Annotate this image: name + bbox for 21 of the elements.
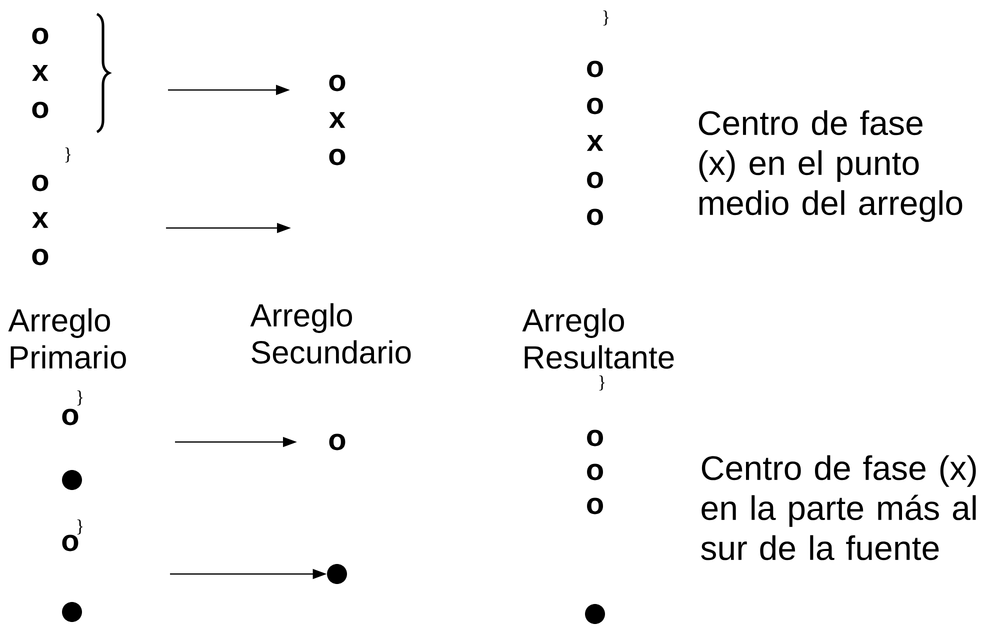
small-brace: }: [77, 520, 83, 534]
element-column: o o o: [587, 430, 603, 514]
filled-dot: [585, 604, 605, 624]
phase-center-note: Centro de fase (x) en el punto medio del arreglo: [698, 110, 962, 222]
element-column: o o x o o: [586, 60, 604, 226]
array-label: Arreglo Secundario: [250, 303, 411, 364]
array-label: Arreglo Primario: [8, 308, 126, 369]
phase-center-note: Centro de fase (x) en la parte más al sur de la fuente: [701, 455, 976, 560]
small-brace: }: [603, 10, 609, 26]
small-brace: }: [599, 376, 605, 390]
filled-dot: [62, 602, 82, 622]
small-brace: }: [65, 148, 71, 162]
small-brace: }: [77, 390, 83, 406]
element-letter: o: [329, 434, 346, 450]
filled-dot: [62, 470, 82, 490]
element-letter: o: [62, 408, 78, 426]
element-column: o x o: [329, 74, 346, 166]
element-column: o x o: [32, 174, 48, 266]
element-column: o x o: [32, 28, 48, 118]
array-label: Arreglo Resultante: [522, 308, 674, 369]
element-letter: o: [62, 534, 78, 552]
